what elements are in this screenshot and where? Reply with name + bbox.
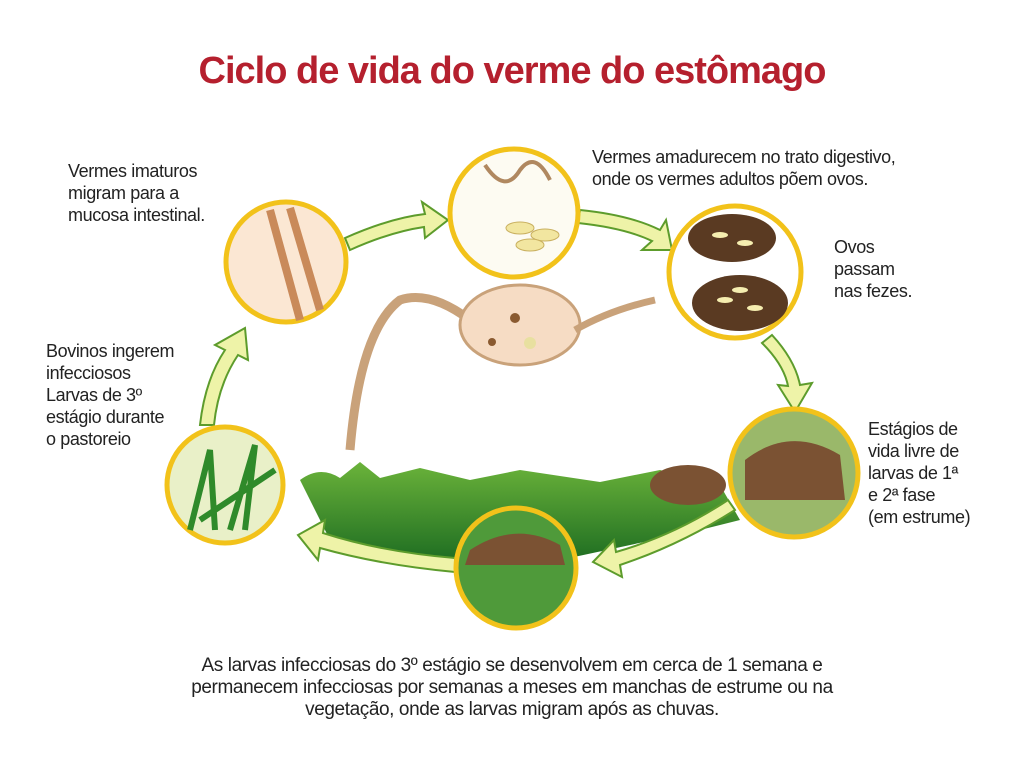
stomach-illustration: [345, 283, 656, 451]
label-cattle-ingest: Bovinos ingerem infecciosos Larvas de 3º…: [46, 341, 175, 449]
dung-pat: [650, 465, 726, 505]
label-free-living-larvae: Estágios de vida livre de larvas de 1ª e…: [868, 419, 971, 527]
arrow-1: [343, 199, 450, 252]
arrow-5: [296, 518, 456, 574]
label-eggs: Ovos passam nas fezes.: [834, 237, 913, 301]
stage-ingest-circle: [164, 424, 286, 546]
arrow-6: [198, 326, 250, 426]
bottom-description: As larvas infecciosas do 3º estágio se d…: [191, 655, 833, 720]
label-immature-worms: Vermes imaturos migram para a mucosa int…: [68, 161, 205, 225]
stage-adults-circle: [447, 146, 581, 280]
arrow-3: [760, 333, 814, 414]
stage-l3-circle: [453, 505, 579, 631]
page-title: Ciclo de vida do verme do estômago: [198, 50, 827, 92]
arrow-4: [591, 498, 737, 579]
label-mature-worms: Vermes amadurecem no trato digestivo, on…: [592, 147, 896, 189]
arrow-2: [576, 208, 674, 251]
